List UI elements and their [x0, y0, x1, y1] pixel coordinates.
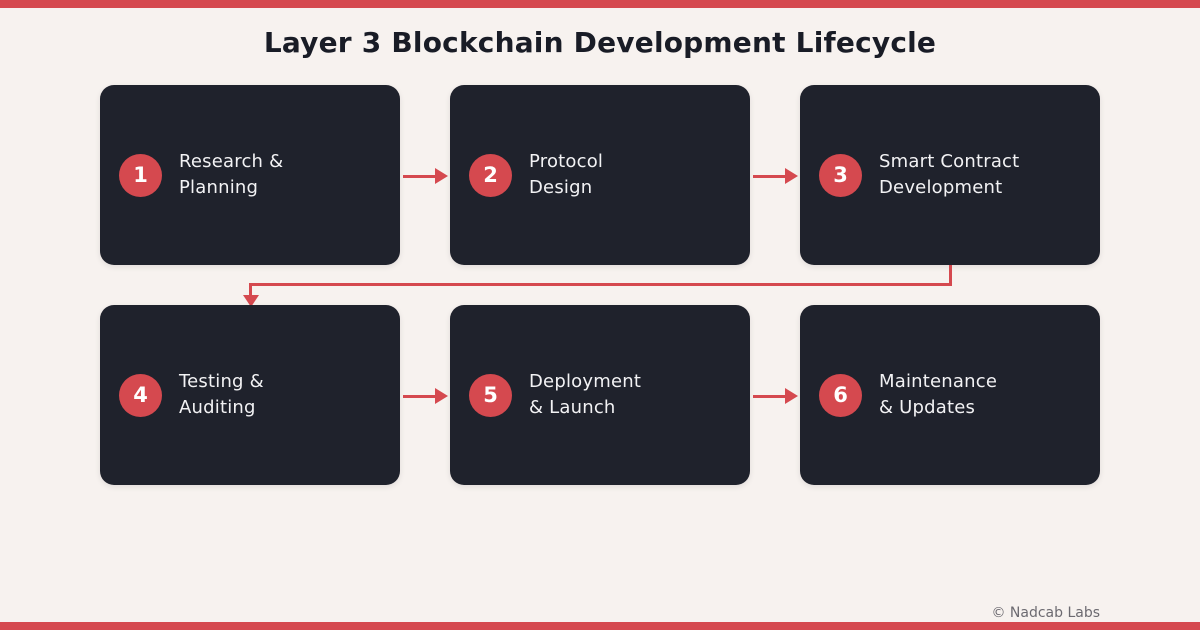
step-number-badge: 5	[469, 373, 512, 417]
step-label: Deployment & Launch	[529, 371, 642, 418]
footer-credit: © Nadcab Labs	[991, 605, 1100, 621]
step-card-deployment-launch: 5 Deployment & Launch	[450, 305, 750, 485]
step-card-research-planning: 1 Research & Planning	[100, 85, 400, 265]
step-card-protocol-design: 2 Protocol Design	[450, 85, 750, 265]
arrow-right-icon	[402, 387, 448, 405]
step-number-badge: 4	[119, 373, 162, 417]
bottom-accent-bar	[0, 622, 1200, 630]
arrow-right-icon	[402, 167, 448, 185]
arrow-right-icon	[752, 387, 798, 405]
step-card-maintenance-updates: 6 Maintenance & Updates	[800, 305, 1100, 485]
step-label: Protocol Design	[529, 151, 604, 198]
step-number: 5	[483, 383, 498, 407]
step-label: Testing & Auditing	[179, 371, 264, 418]
step-number: 3	[833, 163, 848, 187]
step-number-badge: 2	[469, 153, 512, 197]
top-accent-bar	[0, 0, 1200, 8]
step-number: 6	[833, 383, 848, 407]
arrow-down-icon	[243, 295, 259, 307]
step-number: 1	[133, 163, 148, 187]
step-number: 4	[133, 383, 148, 407]
step-card-smart-contract-development: 3 Smart Contract Development	[800, 85, 1100, 265]
step-number-badge: 6	[819, 373, 862, 417]
step-number: 2	[483, 163, 498, 187]
step-label: Maintenance & Updates	[879, 371, 998, 418]
page-title: Layer 3 Blockchain Development Lifecycle	[263, 26, 937, 59]
step-number-badge: 3	[819, 153, 862, 197]
step-label: Smart Contract Development	[879, 151, 1020, 198]
step-label: Research & Planning	[179, 151, 284, 198]
step-card-testing-auditing: 4 Testing & Auditing	[100, 305, 400, 485]
arrow-right-icon	[752, 167, 798, 185]
step-number-badge: 1	[119, 153, 162, 197]
